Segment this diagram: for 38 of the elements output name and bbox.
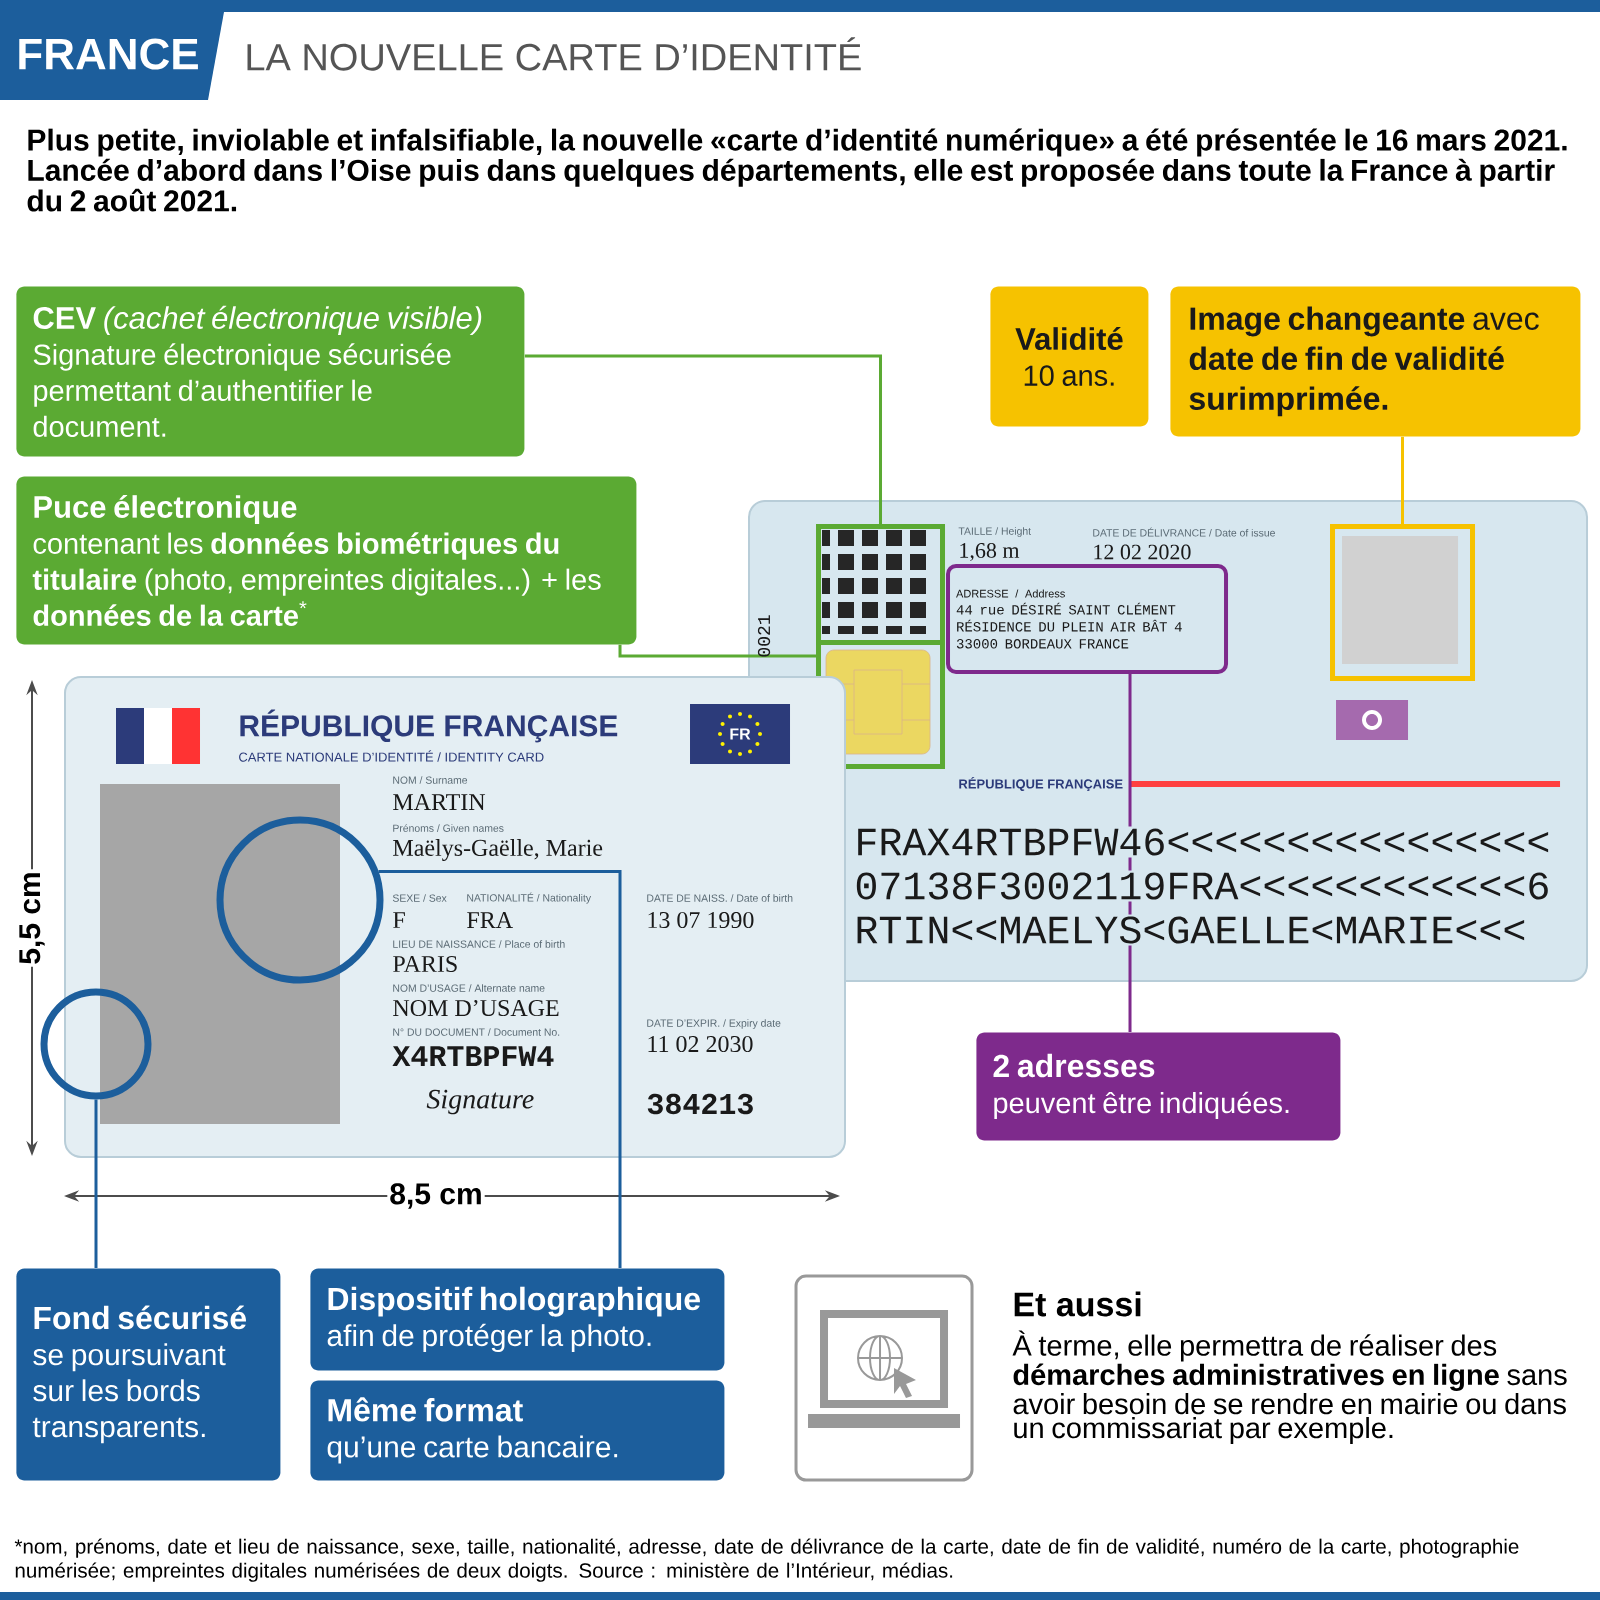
info-box: Dispositif holographique afin de protéger la photo. [310, 1268, 725, 1371]
info-box: Validité 10 ans. [990, 286, 1149, 427]
field-value: Maëlys-Gaëlle, Marie [393, 839, 603, 861]
card-number: 0021 [757, 615, 771, 657]
info-box: Fond sécurisé se poursuivant sur les bords transparents. [16, 1268, 281, 1481]
field-value: FRA [467, 912, 513, 928]
leader-line [378, 869, 622, 1268]
card-heading: RÉPUBLIQUE FRANÇAISE [240, 709, 618, 743]
dimension-label: 8,5 cm [387, 1181, 485, 1211]
highlight-circle [216, 816, 384, 984]
leader-line [94, 1099, 98, 1268]
country-code: FR [730, 728, 751, 740]
field-value: 384213 [647, 1093, 753, 1115]
field-value: NOM D’USAGE [393, 999, 559, 1017]
info-box: Puce électronique contenant les données biométriques du titulaire (photo, empreintes digitales...) + les données de la carte$^{*}$ [16, 476, 637, 645]
info-box: 2 adresses peuvent être indiquées. [976, 1032, 1341, 1141]
section-heading: Et aussi [1014, 1291, 1141, 1317]
field-value: MARTIN [393, 794, 486, 810]
footnote: *nom, prénoms, date et lieu de naissance, sexe, taille, nationalité, adresse, date de délivrance de la carte, date de fin de validité, numéro de la carte, photographie numérisée; empreintes digitales numérisées de deux doigts. Source : ministère de l’Intérieur, médias. [14, 1538, 1519, 1582]
leader-line [524, 354, 882, 524]
field-value: 11 02 2030 [648, 1035, 753, 1053]
field-value: X4RTBPFW4 [392, 1046, 554, 1066]
title: LA NOUVELLE CARTE D’IDENTITÉ [247, 37, 861, 71]
leader-line [1401, 436, 1404, 524]
highlight-frame [816, 524, 945, 645]
leader-line [618, 644, 816, 658]
intro-text: Plus petite, inviolable et infalsifiable, la nouvelle «carte d’identité numérique» a été présentée le 16 mars 2021. Lancée d’abord dans l’Oise puis dans quelques départements, elle est proposée dans toute la France à partir du 2 août 2021. [27, 128, 1567, 212]
info-box: Même format qu’une carte bancaire. [310, 1380, 725, 1481]
field-value: 1,68 m [960, 543, 1020, 561]
dimension-label: 5,5 cm [17, 869, 47, 967]
highlight-frame [1330, 524, 1475, 681]
body-text: À terme, elle permettra de réaliser des démarches administratives en ligne sans avoir besoin de se rendre en mairie ou dans un commissariat par exemple. [1012, 1330, 1567, 1445]
highlight-circle [40, 988, 152, 1100]
info-box: CEV (cachet électronique visible) Signature électronique sécurisée permettant d’authentifier le document. [16, 286, 525, 457]
section-tab: FRANCE [0, 12, 224, 100]
field-value: 13 07 1990 [648, 911, 754, 929]
info-box: Image changeante avec date de fin de validité surimprimée. [1170, 286, 1581, 437]
signature: Signature [426, 1089, 534, 1115]
